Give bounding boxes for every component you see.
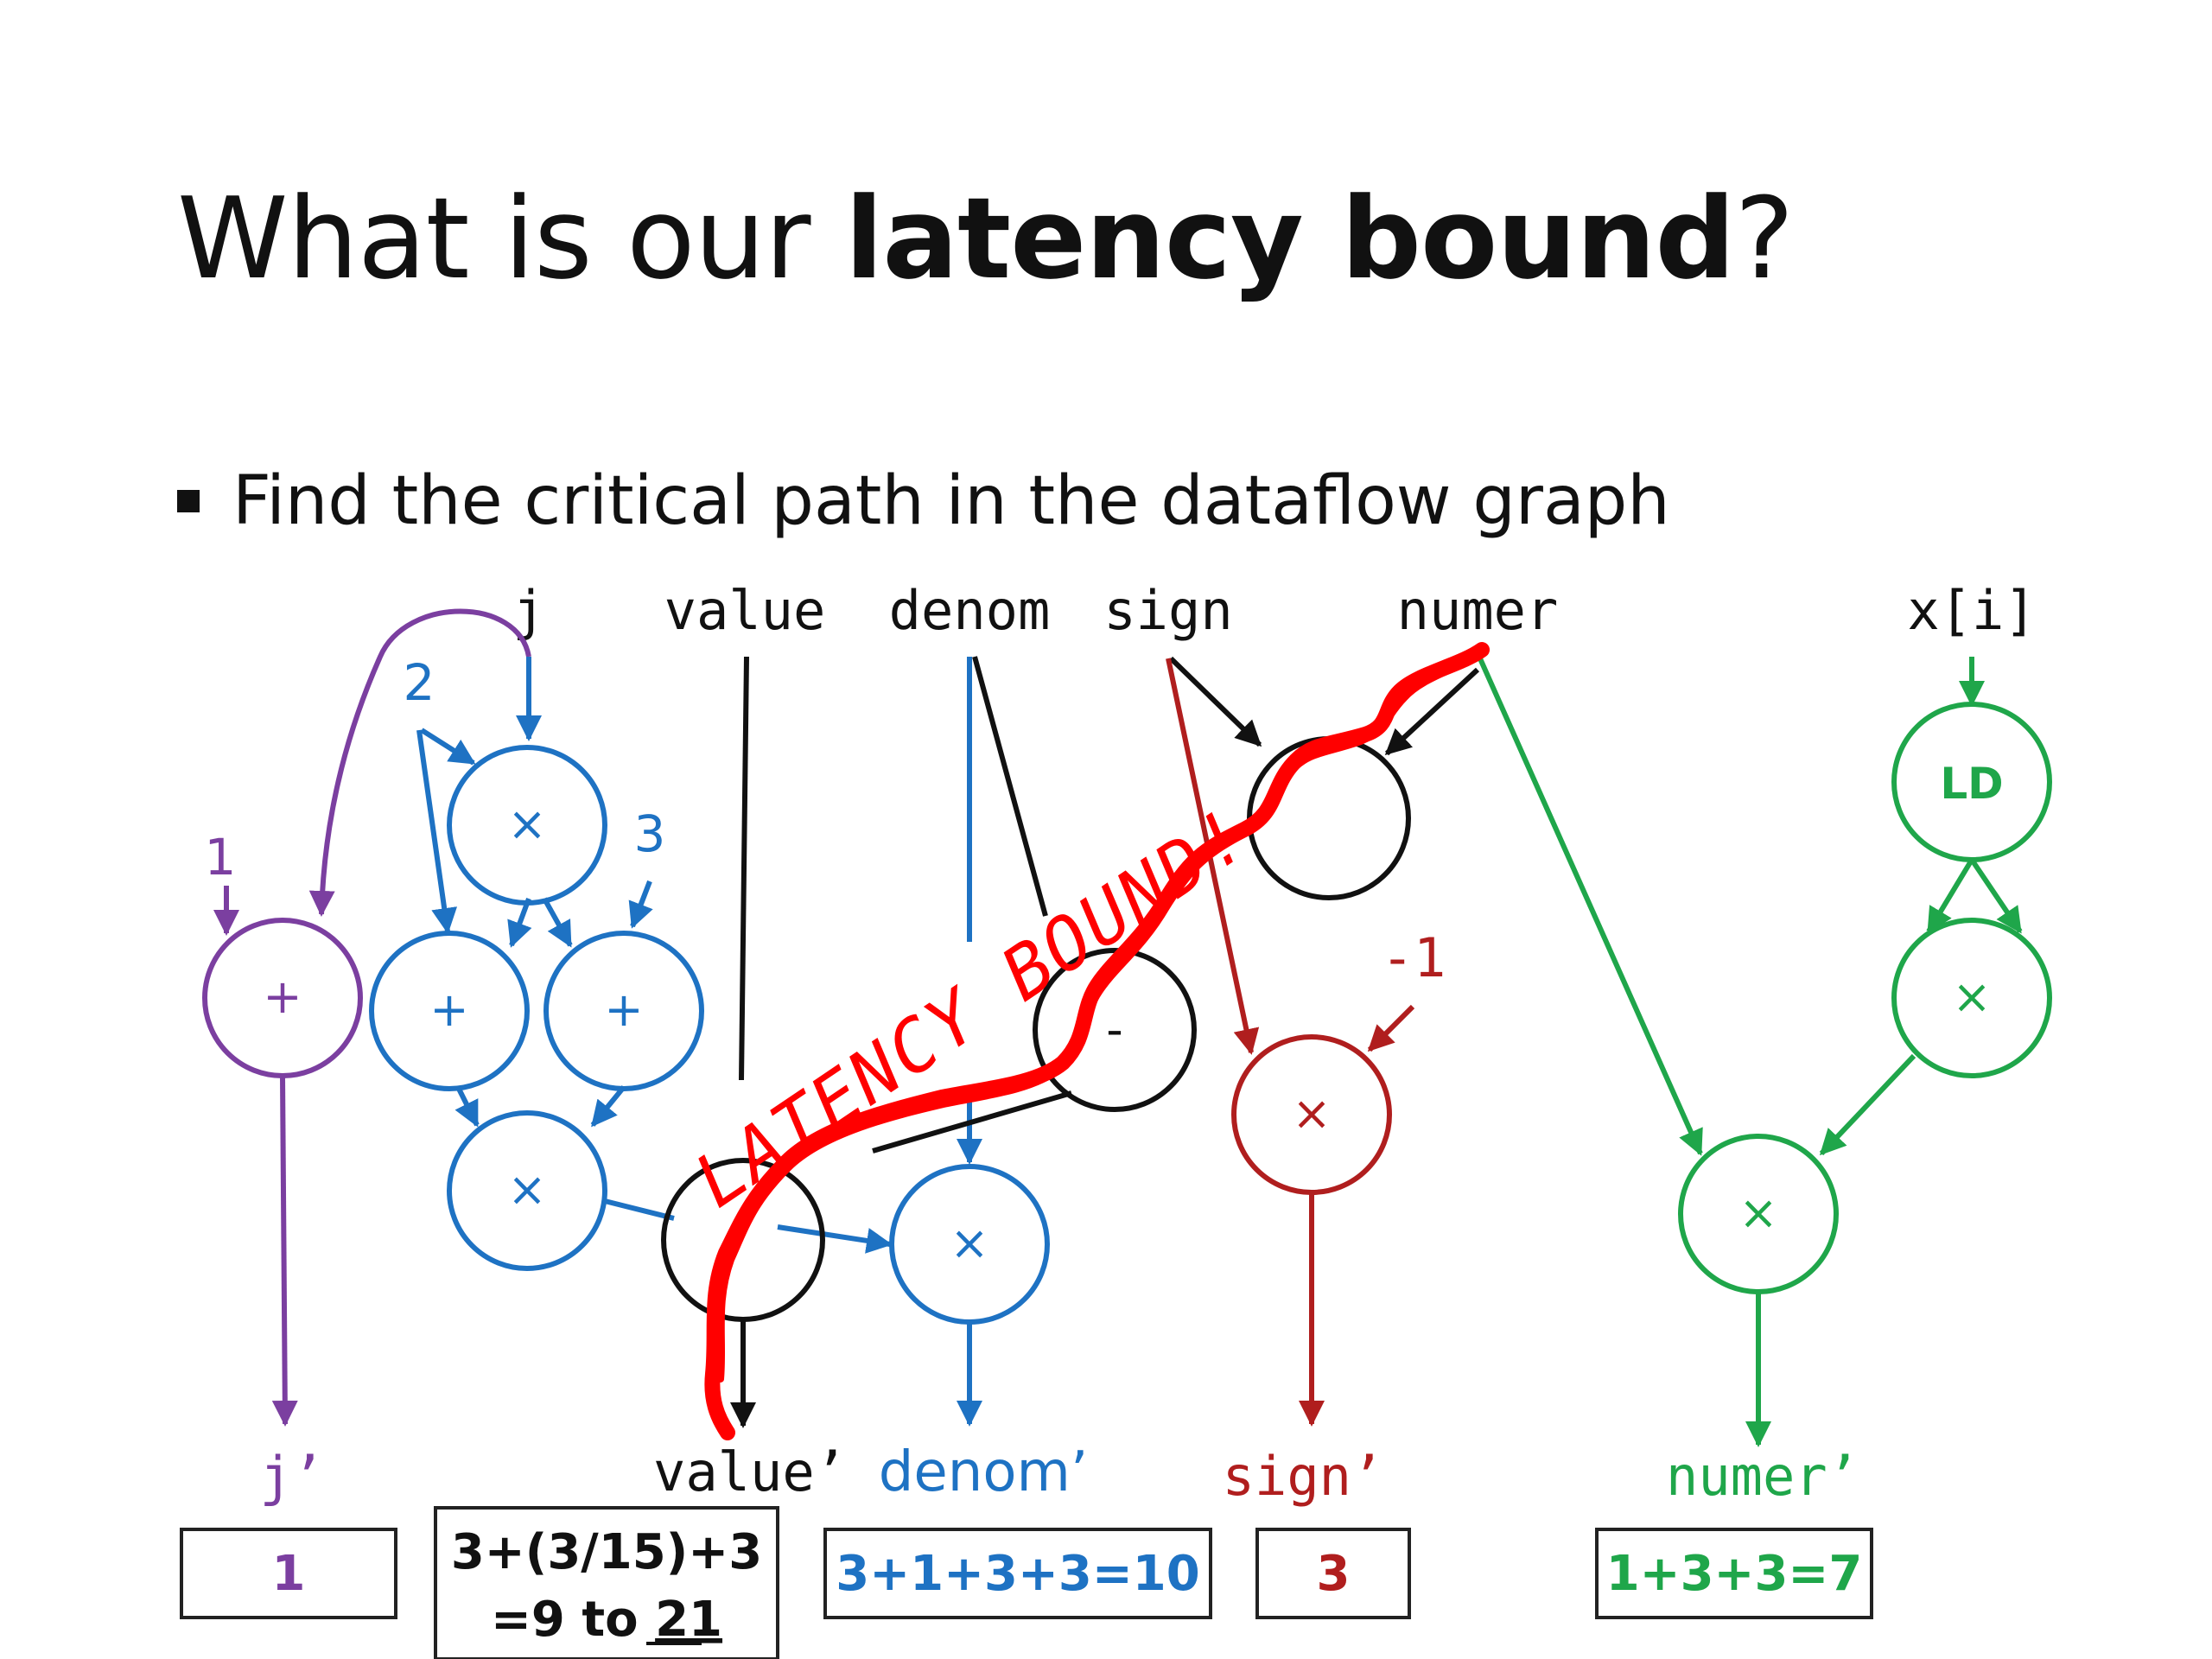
result-box-sign	[1255, 1528, 1411, 1619]
bullet-point: Find the critical path in the dataflow g…	[177, 462, 1670, 540]
numer-mul-symbol: ×	[1738, 1185, 1777, 1240]
result-value-line1: 3+(3/15)+3	[451, 1524, 762, 1580]
input-labels: j value denom sign numer x[i]	[512, 579, 2036, 642]
output-value-label: value’	[653, 1440, 847, 1503]
const-one-label: 1	[205, 828, 237, 887]
two-to-add-edge	[416, 729, 458, 934]
input-value-label: value	[664, 579, 826, 642]
sign-mul-node	[1247, 736, 1411, 900]
square-mul-node	[1891, 918, 2052, 1078]
add-symbol-right: +	[604, 982, 643, 1037]
add-symbol: +	[263, 969, 302, 1024]
ld-to-mul-right-edge	[1969, 858, 2023, 934]
result-box-numer	[1595, 1528, 1873, 1619]
input-sign-label: sign	[1103, 579, 1232, 642]
bullet-text: Find the critical path in the dataflow g…	[232, 462, 1670, 540]
value-to-div-edge	[739, 656, 749, 1081]
result-numer: 1+3+3=7	[1606, 1546, 1863, 1602]
output-denom-label: denom’	[879, 1440, 1088, 1504]
result-box-value	[434, 1506, 779, 1659]
numer-subgraph	[1477, 655, 2052, 1447]
mul-node-2	[447, 1110, 607, 1271]
output-labels: j’ value’ denom’ sign’ numer’	[260, 1440, 1859, 1508]
result-box-j	[180, 1528, 397, 1619]
denom-to-sub-edge	[972, 656, 1048, 917]
critical-path-stroke	[704, 642, 1490, 1440]
const-two-label: 2	[404, 653, 435, 712]
mul-to-add-left-edge	[507, 897, 532, 948]
add-symbol-left: +	[429, 982, 468, 1037]
sign-to-mul-edge	[1168, 656, 1262, 747]
output-j-label: j’	[260, 1445, 325, 1508]
div-to-denom-mul-edge	[777, 1224, 893, 1254]
result-value-line2: =9 to 21	[491, 1592, 722, 1648]
add-node-left	[369, 931, 530, 1091]
result-boxes	[180, 1506, 1873, 1659]
blue-op-symbols: × + + × ×	[429, 797, 988, 1270]
input-denom-label: denom	[889, 579, 1051, 642]
add-left-to-mul-edge	[454, 1085, 480, 1128]
two-to-mul-edge	[420, 728, 476, 766]
result-denom: 3+1+3+3=10	[836, 1546, 1199, 1602]
add-right-to-mul-edge	[590, 1085, 626, 1128]
j-add-to-output-edge	[271, 1075, 298, 1427]
j-to-add-edge	[308, 608, 531, 917]
numer-to-mul-edge	[1477, 655, 1703, 1156]
const-three-label: 3	[634, 804, 666, 863]
bullet-square-icon	[177, 490, 200, 512]
sub-symbol: -	[1106, 1002, 1123, 1057]
output-sign-label: sign’	[1223, 1445, 1384, 1508]
sign-mul-symbol: ×	[1292, 1086, 1331, 1141]
critical-path-annotation: LATENCY BOUND!	[679, 642, 1490, 1440]
denom-mul-symbol: ×	[950, 1216, 988, 1270]
mul-to-add-right-edge	[542, 897, 573, 948]
sub-to-div-edge	[872, 1090, 1072, 1154]
ld-symbol: LD	[1940, 759, 2003, 809]
const-neg-one-label: -1	[1382, 926, 1446, 989]
result-sign: 3	[1317, 1546, 1351, 1602]
result-j: 1	[272, 1546, 306, 1602]
three-to-add-edge	[628, 880, 653, 929]
numer-to-mul-edge	[1384, 667, 1480, 756]
blue-subgraph	[369, 657, 1050, 1427]
input-numer-label: numer	[1397, 579, 1559, 642]
mul-to-div-edge	[604, 1198, 675, 1221]
result-box-denom	[823, 1528, 1212, 1619]
critical-path-stroke-2	[717, 652, 1483, 1382]
input-xi-label: x[i]	[1907, 579, 2036, 642]
sub-node	[1033, 948, 1197, 1112]
mul-symbol-1: ×	[507, 797, 546, 851]
result-values: 1 3+(3/15)+3 =9 to 21 3+1+3+3=10 3 1+3+3…	[272, 1524, 1863, 1648]
ld-to-mul-left-edge	[1926, 858, 1974, 934]
neg-one-to-mul-edge	[1367, 1004, 1415, 1052]
slide-title: What is our latency bound?	[177, 173, 1795, 304]
square-to-numer-mul-edge	[1819, 1053, 1916, 1156]
output-numer-label: numer’	[1666, 1445, 1859, 1508]
mul-symbol-2: ×	[507, 1162, 546, 1217]
j-subgraph	[202, 608, 531, 1427]
square-mul-symbol: ×	[1952, 969, 1991, 1024]
